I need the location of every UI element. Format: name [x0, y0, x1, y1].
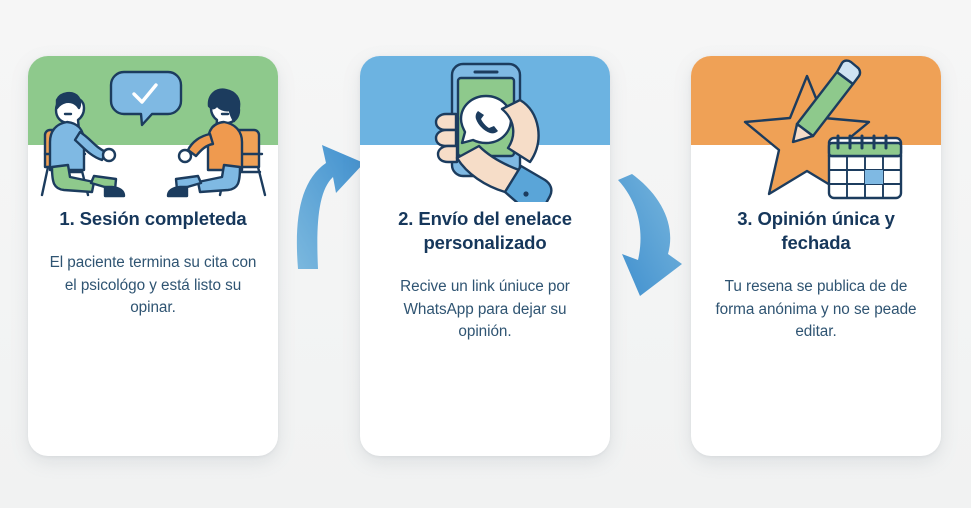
card-2-header-band [360, 56, 610, 202]
card-1-title: 1. Sesión completeda [59, 208, 247, 229]
card-3-body: 3. Opinión única y fechada Tu resena se … [691, 145, 941, 456]
step-card-1[interactable]: 1. Sesión completeda El paciente termina… [28, 56, 278, 456]
card-3-title: 3. Opinión única y fechada [737, 208, 895, 254]
card-2-title: 2. Envío del enelace personalizado [398, 208, 572, 254]
arrow-1-shape [296, 145, 364, 269]
step-card-3[interactable]: 3. Opinión única y fechada Tu resena se … [691, 56, 941, 456]
arrow-2-shape [618, 174, 682, 296]
card-1-header-band [28, 56, 278, 198]
card-3-text: Tu resena se publica de de forma anónima… [715, 278, 917, 341]
card-2-body: 2. Envío del enelace personalizado Reciv… [360, 145, 610, 456]
step-card-2[interactable]: 2. Envío del enelace personalizado Reciv… [360, 56, 610, 456]
curved-arrow-down-left [618, 174, 682, 296]
card-3-header-band [691, 56, 941, 200]
card-1-body: 1. Sesión completeda El paciente termina… [28, 145, 278, 456]
card-2-text: Recive un link úniuce por WhatsApp para … [400, 278, 570, 341]
card-1-text: El paciente termina su cita con el psico… [49, 254, 257, 317]
